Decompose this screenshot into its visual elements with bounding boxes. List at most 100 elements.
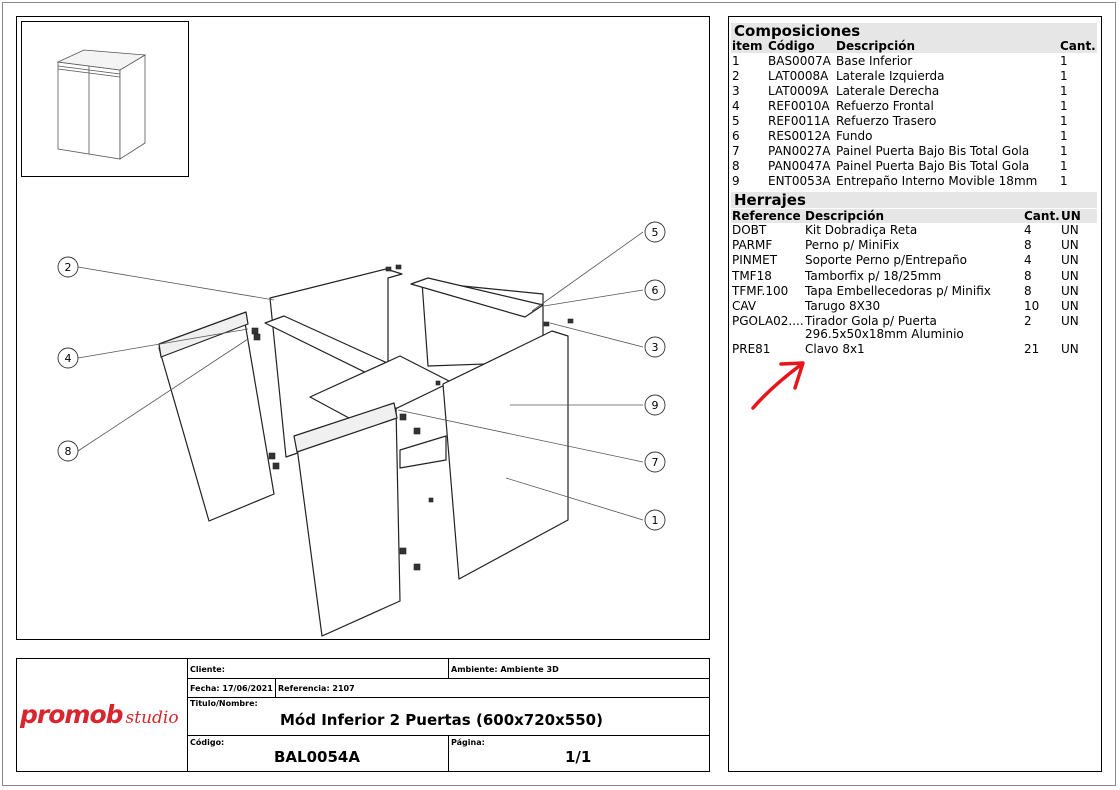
rear-rail	[410, 277, 544, 318]
exploded-view-frame	[16, 16, 710, 640]
herraje-un-cell: UN	[1061, 238, 1079, 253]
herrajes-title: Herrajes	[731, 192, 1097, 208]
composicion-cant-cell: 1	[1060, 144, 1068, 158]
herraje-descripcion-cell: Kit Dobradiça Reta	[805, 223, 918, 237]
herraje-cant-cell: 21	[1024, 342, 1040, 357]
composicion-codigo-cell: BAS0007A	[768, 54, 831, 68]
composicion-item-cell: 3	[732, 84, 740, 98]
callout-3: 3	[652, 341, 659, 354]
herraje-descripcion-cell: Tirador Gola p/ Puerta	[805, 314, 937, 329]
herraje-cant-cell: 2	[1024, 314, 1032, 329]
callout-2: 2	[65, 261, 72, 274]
herraje-un-cell: UN	[1061, 223, 1079, 237]
pagina-value: 1/1	[565, 748, 592, 766]
callout-4: 4	[65, 352, 72, 365]
composicion-codigo-cell: ENT0053A	[768, 174, 831, 188]
composicion-cant-cell: 1	[1060, 114, 1068, 128]
herraje-reference-cell: CAV	[732, 299, 757, 313]
cabinet-thumbnail	[21, 21, 189, 177]
composicion-descripcion-cell: Entrepaño Interno Movible 18mm	[836, 174, 1038, 188]
codigo-label: Código:	[190, 738, 225, 747]
herraje-cant-cell: 8	[1024, 238, 1032, 253]
composicion-codigo-cell: REF0010A	[768, 99, 830, 113]
composicion-codigo-cell: LAT0008A	[768, 69, 829, 83]
callout-8: 8	[65, 445, 72, 458]
composicion-item-cell: 8	[732, 159, 740, 173]
annotation-arrow-icon	[751, 361, 805, 410]
composicion-cant-cell: 1	[1060, 174, 1068, 188]
herraje-un-cell: UN	[1061, 314, 1079, 329]
left-door-handle	[158, 311, 249, 358]
composicion-descripcion-cell: Painel Puerta Bajo Bis Total Gola	[836, 159, 1030, 173]
herraje-descripcion-cell: Tarugo 8X30	[805, 299, 881, 313]
fecha-label: Fecha: 17/06/2021	[190, 684, 273, 693]
herraje-descripcion-cell: Soporte Perno p/Entrepaño	[805, 253, 967, 268]
composicion-codigo-cell: REF0011A	[768, 114, 830, 128]
exploded-view-drawing: 2 4 8 5 6 3 9 7 1	[57, 221, 666, 637]
herraje-reference-cell: PRE81	[732, 342, 771, 357]
callout-1: 1	[652, 514, 659, 527]
herraje-cant-cell: 4	[1024, 253, 1032, 268]
composicion-codigo-cell: RES0012A	[768, 129, 831, 143]
herraje-un-cell: UN	[1061, 283, 1079, 298]
shelf-edge	[399, 435, 447, 469]
col-cant-header: Cant.	[1024, 209, 1060, 223]
herraje-reference-cell: PARMF	[732, 238, 773, 253]
composicion-cant-cell: 1	[1060, 129, 1068, 143]
composiciones-header-row: item Código Descripción Cant.	[731, 39, 1097, 53]
pagina-label: Página:	[451, 738, 485, 747]
col-un-header: UN	[1061, 209, 1081, 223]
composicion-descripcion-cell: Laterale Derecha	[836, 84, 940, 98]
composicion-codigo-cell: PAN0047A	[768, 159, 831, 173]
herraje-descripcion-line2-cell: 296.5x50x18mm Aluminio	[805, 327, 964, 342]
composicion-item-cell: 2	[732, 69, 740, 83]
composiciones-title: Composiciones	[731, 23, 1097, 39]
composicion-descripcion-cell: Fundo	[836, 129, 873, 143]
herraje-reference-cell: PGOLA02....	[732, 314, 804, 329]
titulo-label: Titulo/Nombre:	[190, 699, 258, 708]
composicion-descripcion-cell: Base Inferior	[836, 54, 913, 68]
herraje-reference-cell: TMF18	[732, 268, 772, 283]
herraje-un-cell: UN	[1061, 253, 1079, 268]
herraje-un-cell: UN	[1061, 342, 1079, 357]
herraje-cant-cell: 4	[1024, 223, 1032, 237]
codigo-value: BAL0054A	[274, 748, 360, 766]
composicion-cant-cell: 1	[1060, 159, 1068, 173]
composicion-descripcion-cell: Laterale Izquierda	[836, 69, 945, 83]
herraje-un-cell: UN	[1061, 299, 1079, 313]
callout-5: 5	[652, 226, 659, 239]
herrajes-header-row: Reference Descripción Cant. UN	[731, 209, 1097, 223]
composicion-cant-cell: 1	[1060, 69, 1068, 83]
herraje-reference-cell: PINMET	[732, 253, 778, 268]
title-block: Cliente: Ambiente: Ambiente 3D Fecha: 17…	[16, 658, 710, 772]
cliente-label: Cliente:	[190, 665, 225, 674]
parts-list-frame	[728, 16, 1102, 772]
composicion-item-cell: 5	[732, 114, 740, 128]
col-codigo-header: Código	[768, 39, 815, 53]
col-item-header: item	[732, 39, 763, 53]
titulo-value: Mód Inferior 2 Puertas (600x720x550)	[280, 711, 603, 729]
herraje-descripcion-cell: Tapa Embellecedoras p/ Minifix	[805, 283, 991, 298]
composicion-descripcion-cell: Painel Puerta Bajo Bis Total Gola	[836, 144, 1030, 158]
logo-main-text: promob	[20, 700, 124, 729]
composicion-descripcion-cell: Refuerzo Frontal	[836, 99, 934, 113]
col-cant-header: Cant.	[1060, 39, 1096, 53]
logo-sub-text: studio	[125, 708, 179, 728]
composicion-item-cell: 1	[732, 54, 740, 68]
callout-9: 9	[652, 399, 659, 412]
herraje-cant-cell: 10	[1024, 299, 1040, 313]
callout-6: 6	[652, 284, 659, 297]
cabinet-thumbnail-illustration	[56, 49, 147, 160]
ambiente-label: Ambiente: Ambiente 3D	[451, 665, 559, 674]
col-reference-header: Reference	[732, 209, 801, 223]
composicion-descripcion-cell: Refuerzo Trasero	[836, 114, 937, 128]
composicion-cant-cell: 1	[1060, 84, 1068, 98]
herraje-cant-cell: 8	[1024, 283, 1032, 298]
herraje-un-cell: UN	[1061, 268, 1079, 283]
composicion-item-cell: 7	[732, 144, 740, 158]
composicion-item-cell: 4	[732, 99, 740, 113]
callout-7: 7	[652, 456, 659, 469]
herraje-reference-cell: DOBT	[732, 223, 767, 237]
composicion-codigo-cell: LAT0009A	[768, 84, 829, 98]
